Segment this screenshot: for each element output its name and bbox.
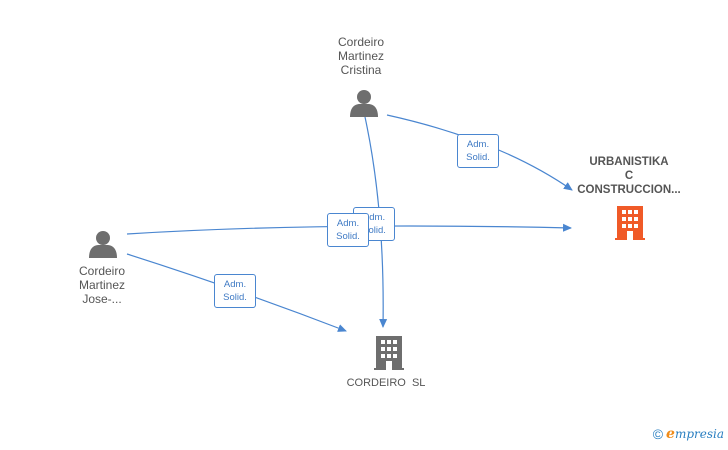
edge-badge-line2: Solid. <box>223 292 247 303</box>
edge-badge-line2: Solid. <box>466 152 490 163</box>
company-label-cordeiro[interactable]: CORDEIRO SL <box>346 377 426 389</box>
edge-badge-line1: Adm. <box>223 279 247 290</box>
building-icon[interactable] <box>615 206 645 240</box>
person-label-cristina[interactable]: Cordeiro Martinez Cristina <box>337 35 385 77</box>
person-icon[interactable] <box>89 231 117 258</box>
building-icon[interactable] <box>374 336 404 370</box>
copyright-symbol: © <box>652 426 664 442</box>
edge-badge-line1: Adm. <box>466 139 490 150</box>
edge-badge-jose-urbanistika[interactable]: Adm. Solid. <box>327 213 369 247</box>
empresia-watermark[interactable]: © empresia <box>653 426 724 442</box>
edge-badge-line1: Adm. <box>362 212 386 223</box>
person-icon[interactable] <box>350 90 378 117</box>
edge-badge-line2: Solid. <box>336 231 360 242</box>
company-label-urbanistika[interactable]: URBANISTIKA C CONSTRUCCION... <box>577 156 681 196</box>
empresia-logo: empresia <box>666 426 724 442</box>
edge-badge-jose-cordeiro[interactable]: Adm. Solid. <box>214 274 256 308</box>
edge-badge-line1: Adm. <box>336 218 360 229</box>
person-label-jose[interactable]: Cordeiro Martinez Jose-... <box>78 264 126 306</box>
edge-badge-line2: Solid. <box>362 225 386 236</box>
edge-badge-cristina-urbanistika[interactable]: Adm. Solid. <box>457 134 499 168</box>
